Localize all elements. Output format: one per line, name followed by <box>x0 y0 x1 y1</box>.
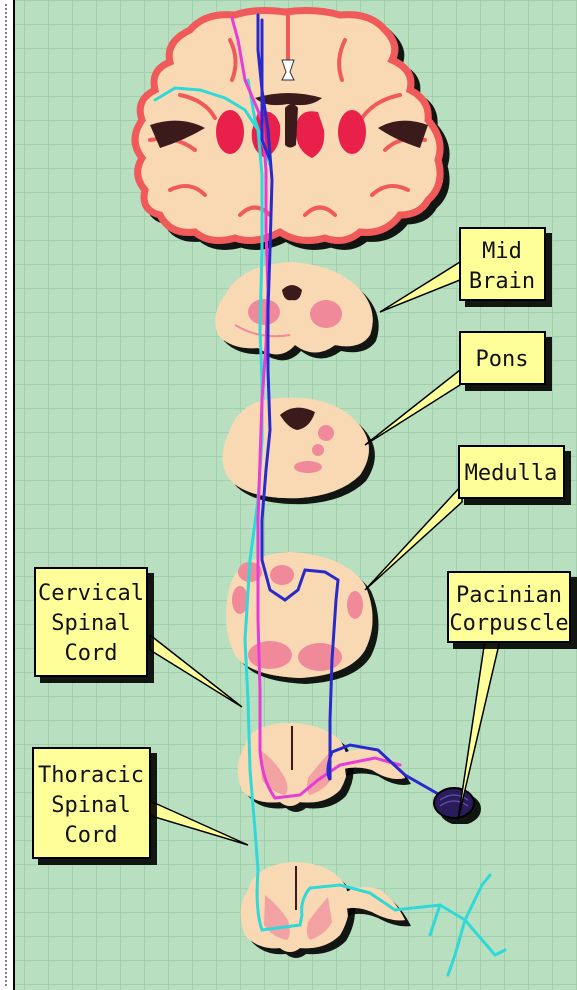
third-ventricle <box>285 104 298 148</box>
medulla-pyramid-right <box>298 643 342 671</box>
label-pacinian-line2: Corpuscle <box>449 611 568 636</box>
label-thoracic: Thoracic Spinal Cord <box>33 748 150 858</box>
label-thoracic-line3: Cord <box>65 823 118 848</box>
medulla-nucleus-4 <box>347 591 363 619</box>
label-pons: Pons <box>460 332 545 384</box>
label-pacinian-line1: Pacinian <box>456 583 562 608</box>
label-thoracic-line1: Thoracic <box>38 763 144 788</box>
left-putamen <box>216 110 244 154</box>
label-midbrain-line2: Brain <box>469 269 535 294</box>
pons-nucleus-b <box>312 444 324 456</box>
label-cervical: Cervical Spinal Cord <box>35 568 147 676</box>
pons-nucleus-a <box>318 425 334 441</box>
pacinian-corpuscle-shape <box>434 788 474 818</box>
label-cervical-line1: Cervical <box>38 581 144 606</box>
midbrain-nucleus-left <box>248 299 280 325</box>
label-cervical-line2: Spinal <box>51 611 130 636</box>
label-midbrain-line1: Mid <box>482 239 522 264</box>
label-midbrain: Mid Brain <box>460 228 545 300</box>
label-pons-text: Pons <box>476 347 529 372</box>
label-medulla-text: Medulla <box>465 461 558 486</box>
label-cervical-line3: Cord <box>65 641 118 666</box>
medulla-nucleus-2 <box>270 565 294 585</box>
midbrain-nucleus-right <box>310 300 342 328</box>
left-border <box>0 0 14 990</box>
label-medulla: Medulla <box>459 446 564 498</box>
label-pacinian: Pacinian Corpuscle <box>448 572 570 642</box>
right-putamen <box>338 110 366 154</box>
pons-nucleus-c <box>294 461 322 473</box>
medulla-pyramid-left <box>248 641 292 669</box>
label-thoracic-line2: Spinal <box>51 793 130 818</box>
